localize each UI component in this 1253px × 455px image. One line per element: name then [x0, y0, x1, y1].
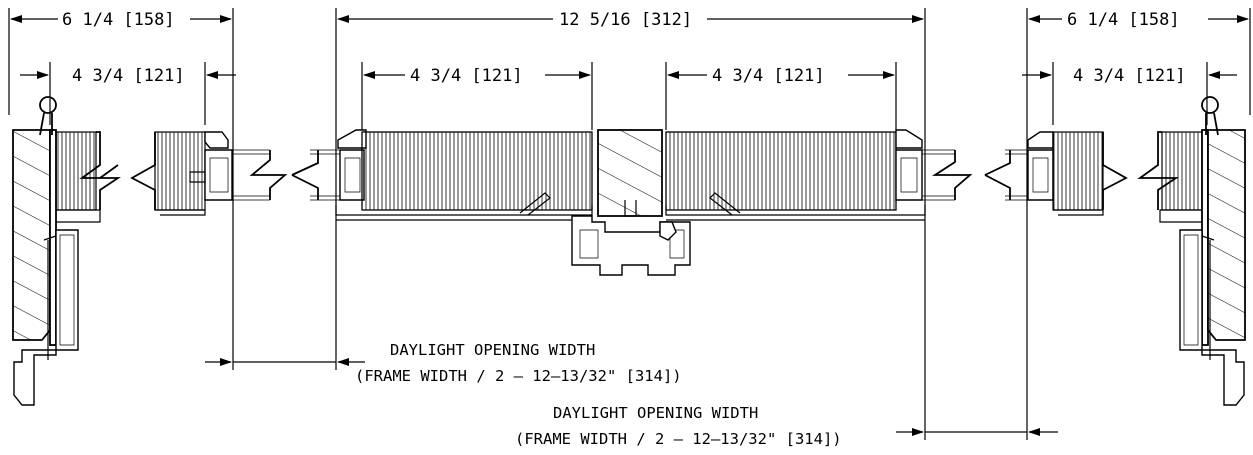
- dimension-labels: 6 1/4 [158] 4 3/4 [121] 12 5/16 [312] 4 …: [62, 10, 1186, 86]
- dim-right-inner: 4 3/4 [121]: [1073, 66, 1186, 86]
- right-sash-stub: [984, 131, 1128, 216]
- daylight-left-line2: (FRAME WIDTH / 2 – 12–13/32" [314]): [355, 367, 682, 385]
- left-jamb-section: [12, 96, 121, 406]
- dim-left-inner: 4 3/4 [121]: [72, 66, 185, 86]
- daylight-left-line1: DAYLIGHT OPENING WIDTH: [390, 341, 595, 359]
- dim-right-outer: 6 1/4 [158]: [1067, 10, 1180, 30]
- center-right-sash: [665, 129, 973, 221]
- daylight-right-line1: DAYLIGHT OPENING WIDTH: [553, 404, 758, 422]
- center-mullion: [571, 129, 691, 276]
- center-left-sash: [291, 129, 593, 221]
- dimension-lines: [8, 8, 1251, 440]
- dim-center-overall: 12 5/16 [312]: [559, 10, 692, 30]
- dim-center-left-sash: 4 3/4 [121]: [410, 66, 523, 86]
- daylight-right-line2: (FRAME WIDTH / 2 – 12–13/32" [314]): [515, 430, 842, 448]
- dim-left-outer: 6 1/4 [158]: [62, 10, 175, 30]
- dim-center-right-sash: 4 3/4 [121]: [712, 66, 825, 86]
- left-sash-stub: [130, 131, 288, 216]
- right-jamb-section: [1137, 96, 1246, 406]
- daylight-notes: DAYLIGHT OPENING WIDTH (FRAME WIDTH / 2 …: [355, 341, 842, 448]
